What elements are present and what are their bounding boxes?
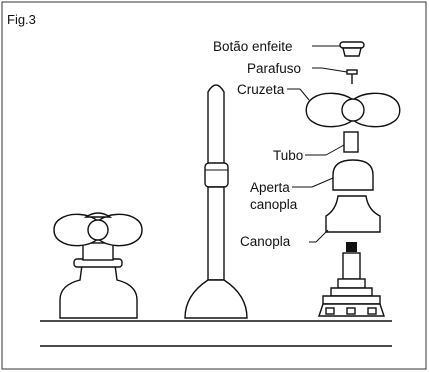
tubo-part xyxy=(343,131,359,153)
spout-lower-tube xyxy=(207,186,225,281)
cartridge-nut-middle xyxy=(346,307,356,315)
cartridge-flange xyxy=(330,287,373,297)
label-cruzeta: Cruzeta xyxy=(237,82,285,97)
cartridge-base-top xyxy=(322,295,381,305)
assembled-stem xyxy=(82,242,114,261)
spout-base xyxy=(184,279,248,319)
label-aperta-line2: canopla xyxy=(250,197,298,212)
botao-enfeite-part xyxy=(339,41,365,49)
spout-ring xyxy=(204,162,229,188)
cartridge-top xyxy=(346,242,357,252)
cartridge-nut-right xyxy=(367,307,377,315)
label-parafuso: Parafuso xyxy=(247,61,301,76)
assembled-valve xyxy=(53,212,143,319)
label-botao-enfeite: Botão enfeite xyxy=(213,39,293,54)
cruzeta-hub xyxy=(341,98,365,122)
spout xyxy=(184,84,248,319)
assembled-cap xyxy=(83,212,113,218)
cartridge-body xyxy=(342,252,361,280)
parafuso-head xyxy=(346,69,358,75)
canopla-part xyxy=(325,195,381,233)
figure-label: Fig.3 xyxy=(7,12,36,27)
label-aperta-line1: Aperta xyxy=(250,180,290,195)
leader-canopla-b xyxy=(315,229,329,243)
assembled-canopla xyxy=(59,264,138,319)
aperta-canopla-part xyxy=(332,159,374,191)
cartridge-nut-left xyxy=(325,307,335,315)
exploded-view xyxy=(305,41,401,317)
spout-upper-tube xyxy=(207,84,225,166)
leader-parafuso-b xyxy=(321,67,348,73)
botao-enfeite-base xyxy=(342,47,362,57)
leader-cruzeta-b xyxy=(299,88,310,101)
valve-cartridge xyxy=(318,242,385,317)
label-tubo: Tubo xyxy=(273,148,303,163)
assembled-hub xyxy=(87,219,109,241)
label-canopla: Canopla xyxy=(240,234,291,249)
cartridge-hex xyxy=(337,278,366,289)
leader-tubo-b xyxy=(325,144,345,156)
leader-aperta-b xyxy=(311,177,334,188)
